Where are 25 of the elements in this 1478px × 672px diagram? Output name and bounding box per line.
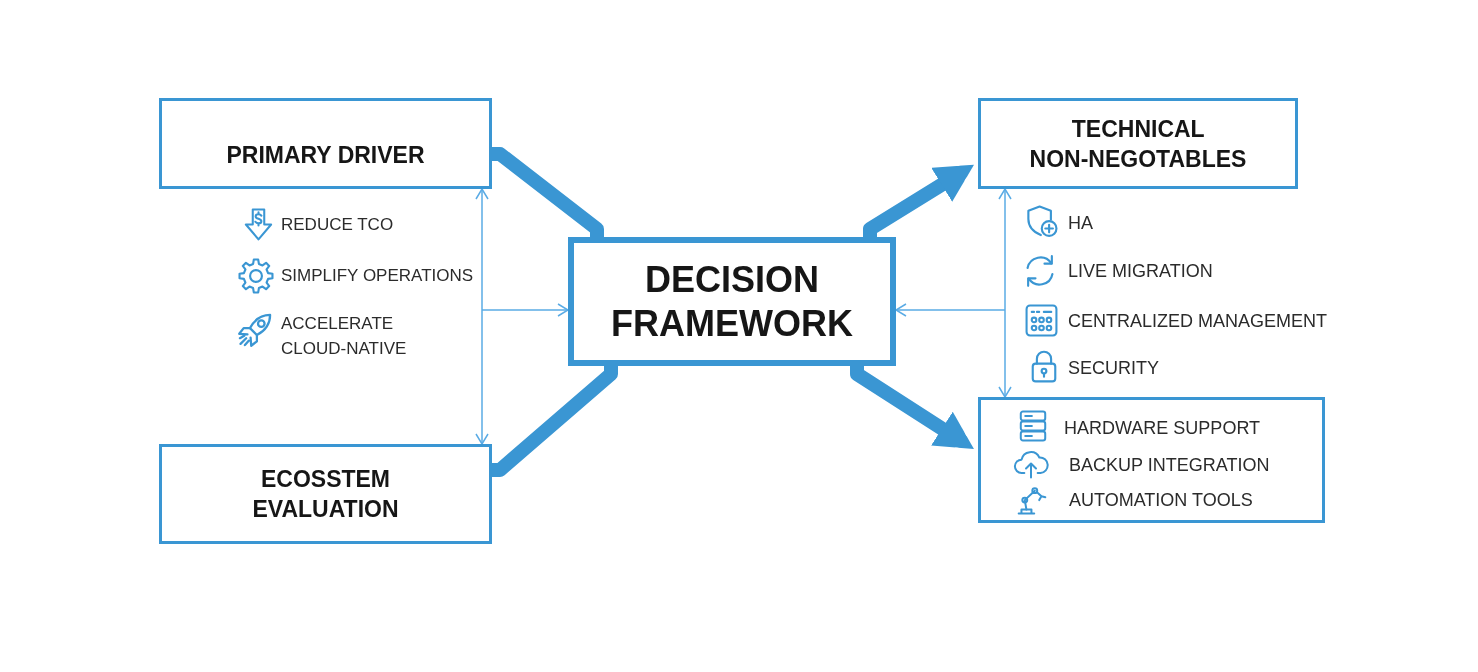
arrow — [481, 303, 569, 317]
item-label: REDUCE TCO — [281, 214, 394, 236]
list-item-text: AUTOMATION TOOLS — [1069, 489, 1253, 511]
thick-connector-line — [492, 147, 604, 237]
item-label: LIVE MIGRATION — [1068, 260, 1213, 282]
box-title: ECOSSTEM EVALUATION — [251, 465, 400, 524]
item-label: SIMPLIFY OPERATIONS — [281, 265, 474, 287]
heading-box — [159, 444, 492, 544]
list-box — [978, 397, 1325, 523]
double-arrow — [998, 188, 1012, 398]
box-title: PRIMARY DRIVER — [226, 140, 425, 170]
box-title: TECHNICAL NON-NEGOTABLES — [1028, 114, 1248, 174]
heading-box — [978, 98, 1298, 189]
heading-box — [159, 98, 492, 189]
item-label: SECURITY — [1068, 357, 1159, 379]
list-item-text: HARDWARE SUPPORT — [1064, 417, 1261, 439]
item-label: HA — [1068, 212, 1093, 234]
list-item-text: BACKUP INTEGRATION — [1069, 454, 1270, 476]
double-arrow — [475, 188, 489, 445]
item-label: CENTRALIZED MANAGEMENT — [1068, 310, 1328, 332]
box-title: DECISION FRAMEWORK — [610, 257, 854, 346]
central-box — [568, 237, 896, 366]
thick-connector-line — [492, 366, 618, 477]
arrow — [895, 303, 1006, 317]
item-label: ACCELERATE CLOUD-NATIVE — [281, 313, 408, 360]
